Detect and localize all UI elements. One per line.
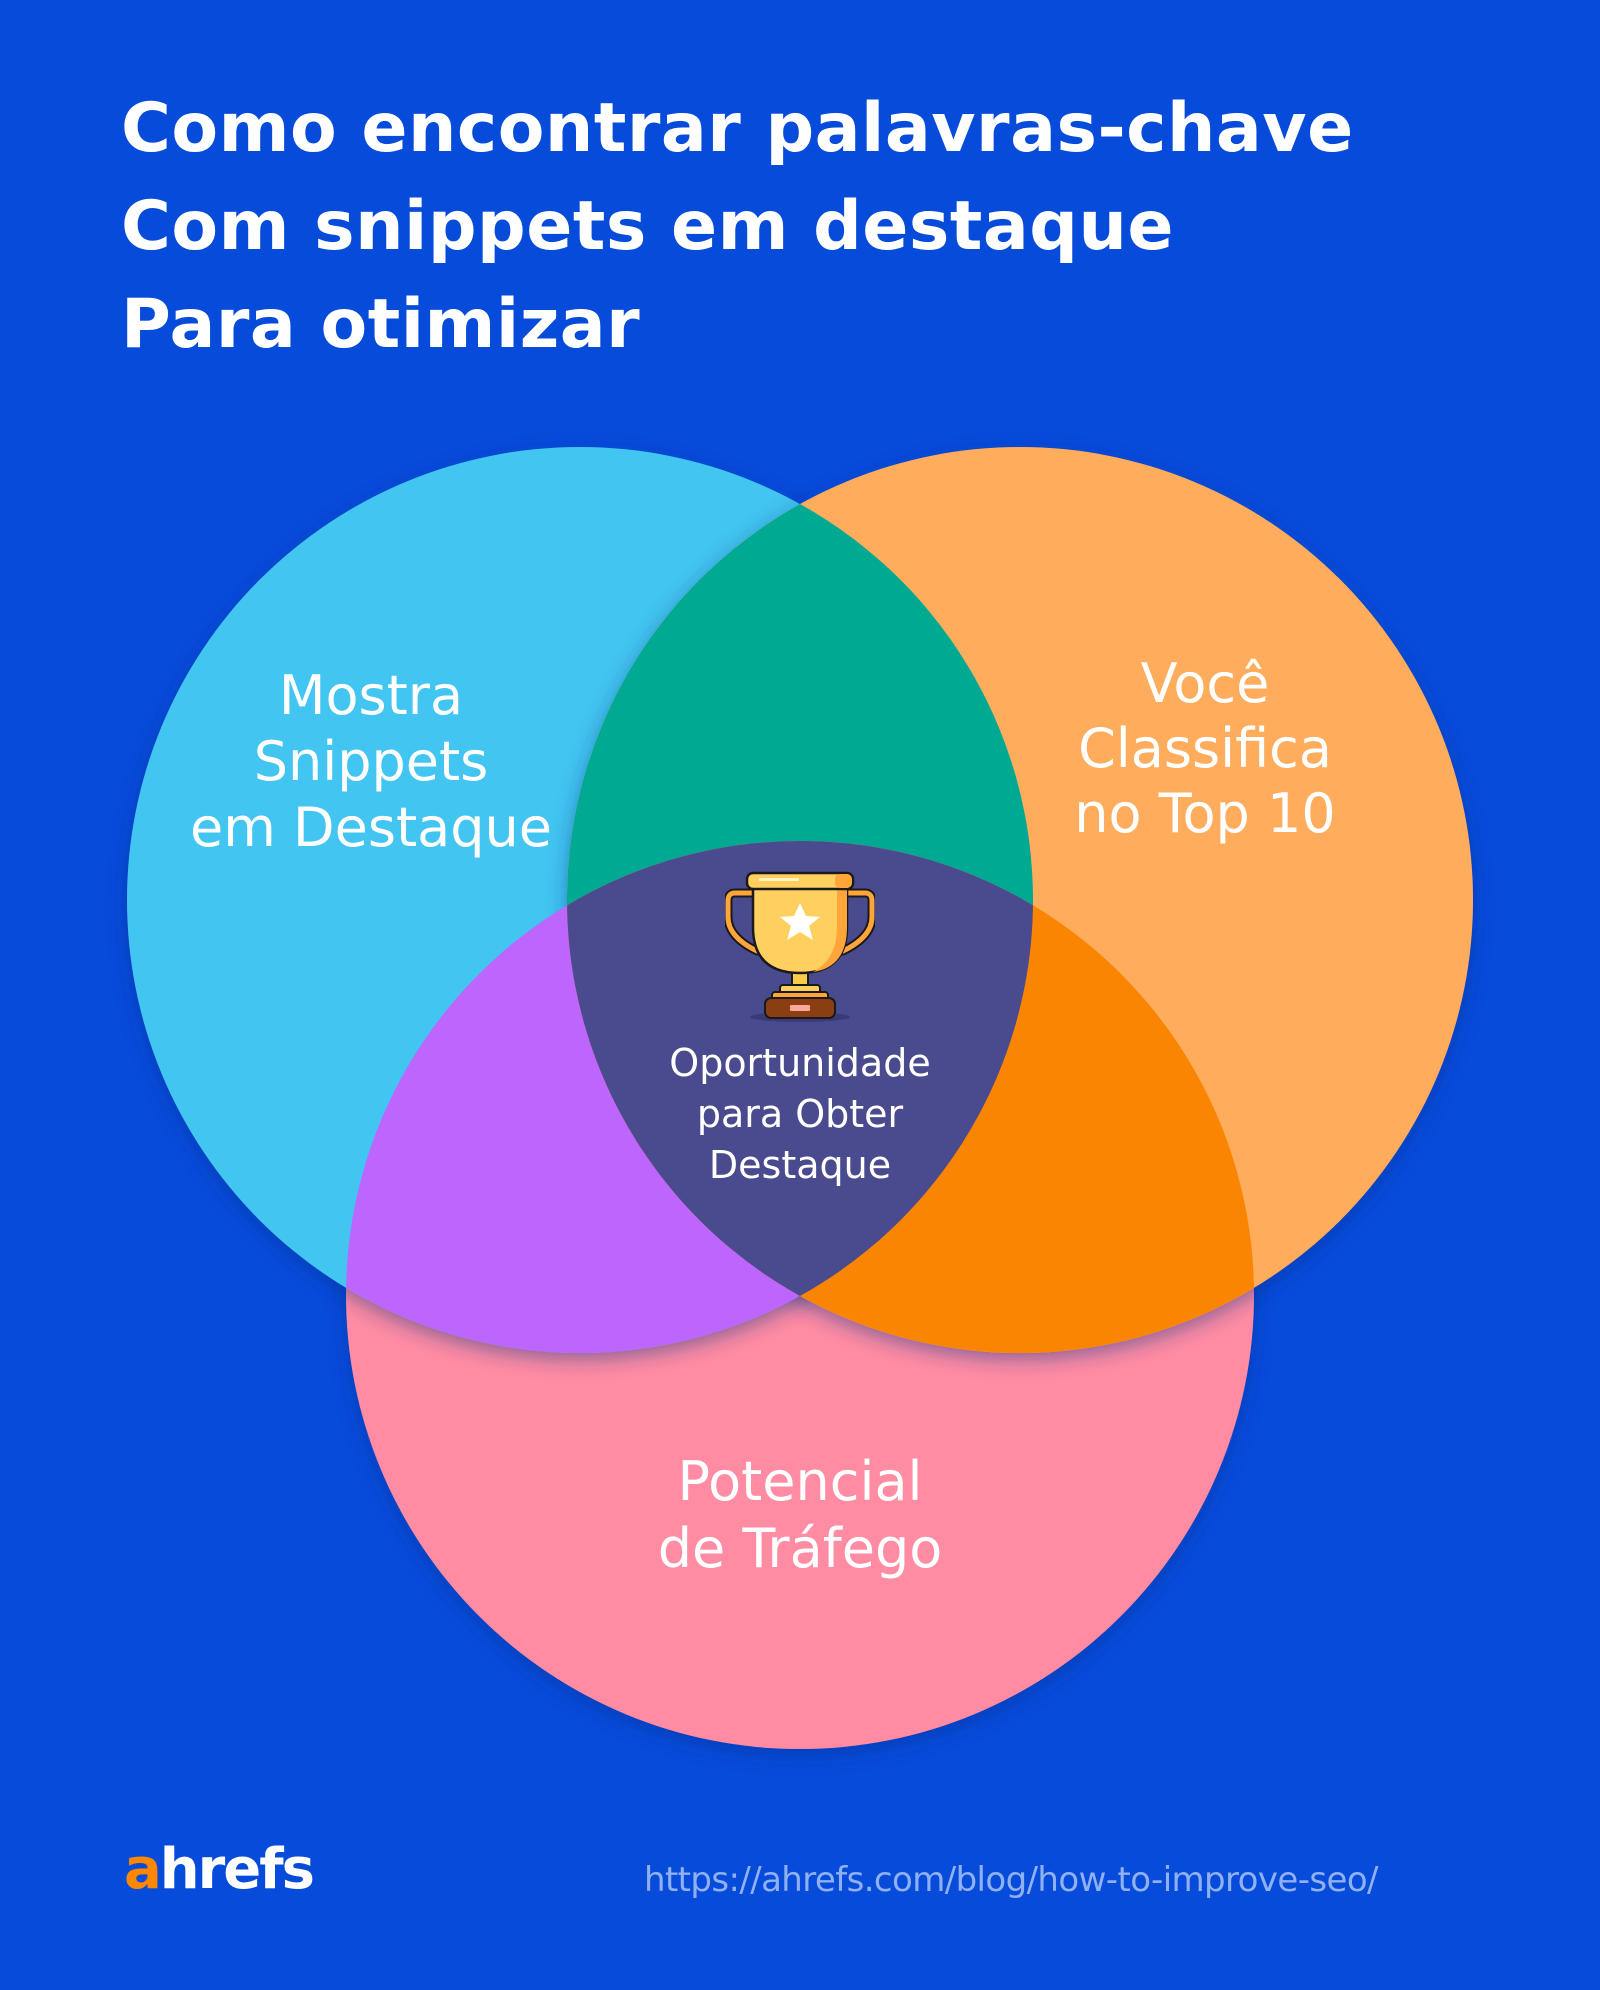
title-line-3: Para otimizar [121,285,641,364]
label-line: em Destaque [190,796,552,859]
label-line: Snippets [253,730,489,793]
title-line-1: Como encontrar palavras-chave [121,89,1354,168]
source-url: https://ahrefs.com/blog/how-to-improve-s… [644,1860,1378,1900]
label-traffic-potential: Potencial de Tráfego [600,1448,1000,1582]
label-line: Classifica [1078,717,1332,780]
logo-text: hrefs [159,1837,315,1902]
label-line: de Tráfego [657,1517,943,1580]
label-top-10: Você Classifica no Top 10 [1005,651,1405,846]
label-opportunity: Oportunidade para Obter Destaque [600,1038,1000,1191]
label-line: Você [1140,652,1270,715]
ahrefs-logo: ahrefs [124,1837,315,1902]
logo-accent: a [124,1837,162,1902]
label-featured-snippets: Mostra Snippets em Destaque [171,663,571,861]
label-line: Oportunidade [669,1041,931,1085]
label-line: para Obter [696,1092,904,1136]
label-line: no Top 10 [1074,782,1336,845]
label-line: Destaque [708,1143,892,1187]
page-title: Como encontrar palavras-chave Com snippe… [121,80,1521,374]
title-line-2: Com snippets em destaque [121,187,1174,266]
label-line: Potencial [677,1450,923,1513]
trophy-icon [725,871,875,1022]
label-line: Mostra [278,664,464,727]
